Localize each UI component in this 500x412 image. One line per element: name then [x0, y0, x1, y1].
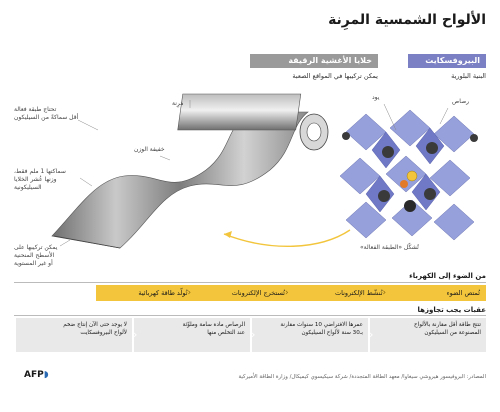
chevron-icon: ‹: [285, 288, 289, 298]
flow-heading: من الضوء إلى الكهرباء: [409, 272, 486, 280]
thin-film-subtitle: يمكن تركيبها في المواقع الصعبة: [292, 72, 378, 80]
source-note: المصادر: البروفيسور هيروشي سيغاوا/ معهد …: [238, 374, 486, 380]
curved-note-line: الأسطح المنحنية: [14, 252, 55, 259]
page-title: الألواح الشمسية المرِنة: [328, 12, 486, 28]
light-weight-label: خفيفة الوزن: [134, 146, 165, 153]
issue-line: لا يوجد حتى الآن إنتاج ضخم: [63, 322, 127, 328]
lead-label: رصاص: [452, 98, 470, 105]
perovskite-crystal: [339, 103, 478, 241]
curved-note-line: يمكن تركيبها على: [14, 244, 58, 251]
active-layer-label: تُشكّل «الطبقة الفعالة»: [360, 244, 419, 251]
active-layer-arrow: [223, 229, 351, 247]
issue-line: لألواح البيروفسكايت: [80, 329, 127, 336]
flow-step-label: تُولّد طاقة كهربائية: [138, 289, 188, 297]
active-layer-note-line: تحتاج طبقة فعالة: [14, 106, 57, 113]
flexible-label: مَرِنة: [172, 100, 184, 107]
thickness-note-line: السيليكونية: [14, 184, 42, 191]
chevron-icon: ‹: [382, 288, 387, 298]
issue-line: عمرها الافتراضي 10 سنوات مقارنة: [280, 322, 363, 328]
curved-note-line: أو غير المستوية: [14, 260, 53, 267]
issue-line: تنتج طاقة أقل مقارنة بالألواح: [414, 322, 481, 328]
issues-row: تنتج طاقة أقل مقارنة بالألواح المصنوعة م…: [14, 318, 486, 352]
perovskite-subtitle: البنية البلورية: [451, 72, 486, 80]
issue-box: تنتج طاقة أقل مقارنة بالألواح المصنوعة م…: [369, 318, 486, 352]
flow-step: تُمتص الضوء ‹: [383, 285, 487, 301]
chevron-icon: ‹: [251, 328, 256, 341]
flow-step-label: تُستخرج الإلكترونات: [231, 289, 285, 297]
active-layer-note-line: أقل سماكةً من السيليكون: [14, 114, 79, 121]
thickness-note-line: وزنها عُشر الخلايا: [14, 176, 57, 183]
afp-logo: AFP◗: [24, 370, 48, 380]
issue-box: لا يوجد حتى الآن إنتاج ضخم لألواح البيرو…: [16, 318, 132, 352]
divider: [14, 315, 486, 316]
thin-film-header: خلايا الأغشية الرقيقة: [250, 54, 378, 68]
flow-step: تُولّد طاقة كهربائية: [96, 285, 194, 301]
issue-line: بـ30 سنة لألواح السيليكون: [301, 329, 363, 336]
flow-step: تُستخرج الإلكترونات‹: [188, 285, 292, 301]
issue-line: المصنوعة من السيليكون: [424, 329, 481, 336]
flow-step-label: تُمتص الضوء: [446, 289, 480, 297]
issue-line: الرصاص مادة سامة وملوِّثة: [182, 322, 245, 328]
film-sheet: [51, 111, 309, 249]
chevron-icon: ‹: [369, 328, 374, 341]
lead-atom: [404, 200, 416, 212]
flow-step: تُنشّط الإلكترونات‹: [285, 285, 389, 301]
chevron-icon: ‹: [133, 328, 138, 341]
issue-line: عند التخلص منها: [207, 329, 245, 336]
iodine-atom: [406, 170, 418, 182]
iodine-atom-2: [400, 180, 408, 188]
divider: [14, 282, 486, 283]
chevron-icon: ‹: [187, 288, 192, 298]
issue-box: عمرها الافتراضي 10 سنوات مقارنة بـ30 سنة…: [251, 318, 368, 352]
perovskite-header: البيروفسكايت: [408, 54, 486, 68]
flexible-film-illustration: [51, 93, 351, 249]
logo-mark-icon: ◗: [43, 370, 49, 380]
issue-box: الرصاص مادة سامة وملوِّثة عند التخلص منه…: [133, 318, 250, 352]
iodine-label: يود: [372, 94, 380, 101]
issues-heading: عقبات يجب تجاوزها: [417, 306, 486, 314]
flow-band: تُمتص الضوء‹ تُنشّط الإلكترونات‹ تُستخرج…: [96, 285, 486, 301]
afp-logo-text: AFP: [24, 370, 44, 380]
film-roll: [177, 93, 302, 131]
flow-step-label: تُنشّط الإلكترونات: [335, 289, 383, 297]
thickness-note-line: سماكتها 1 ملم فقط،: [14, 168, 66, 175]
